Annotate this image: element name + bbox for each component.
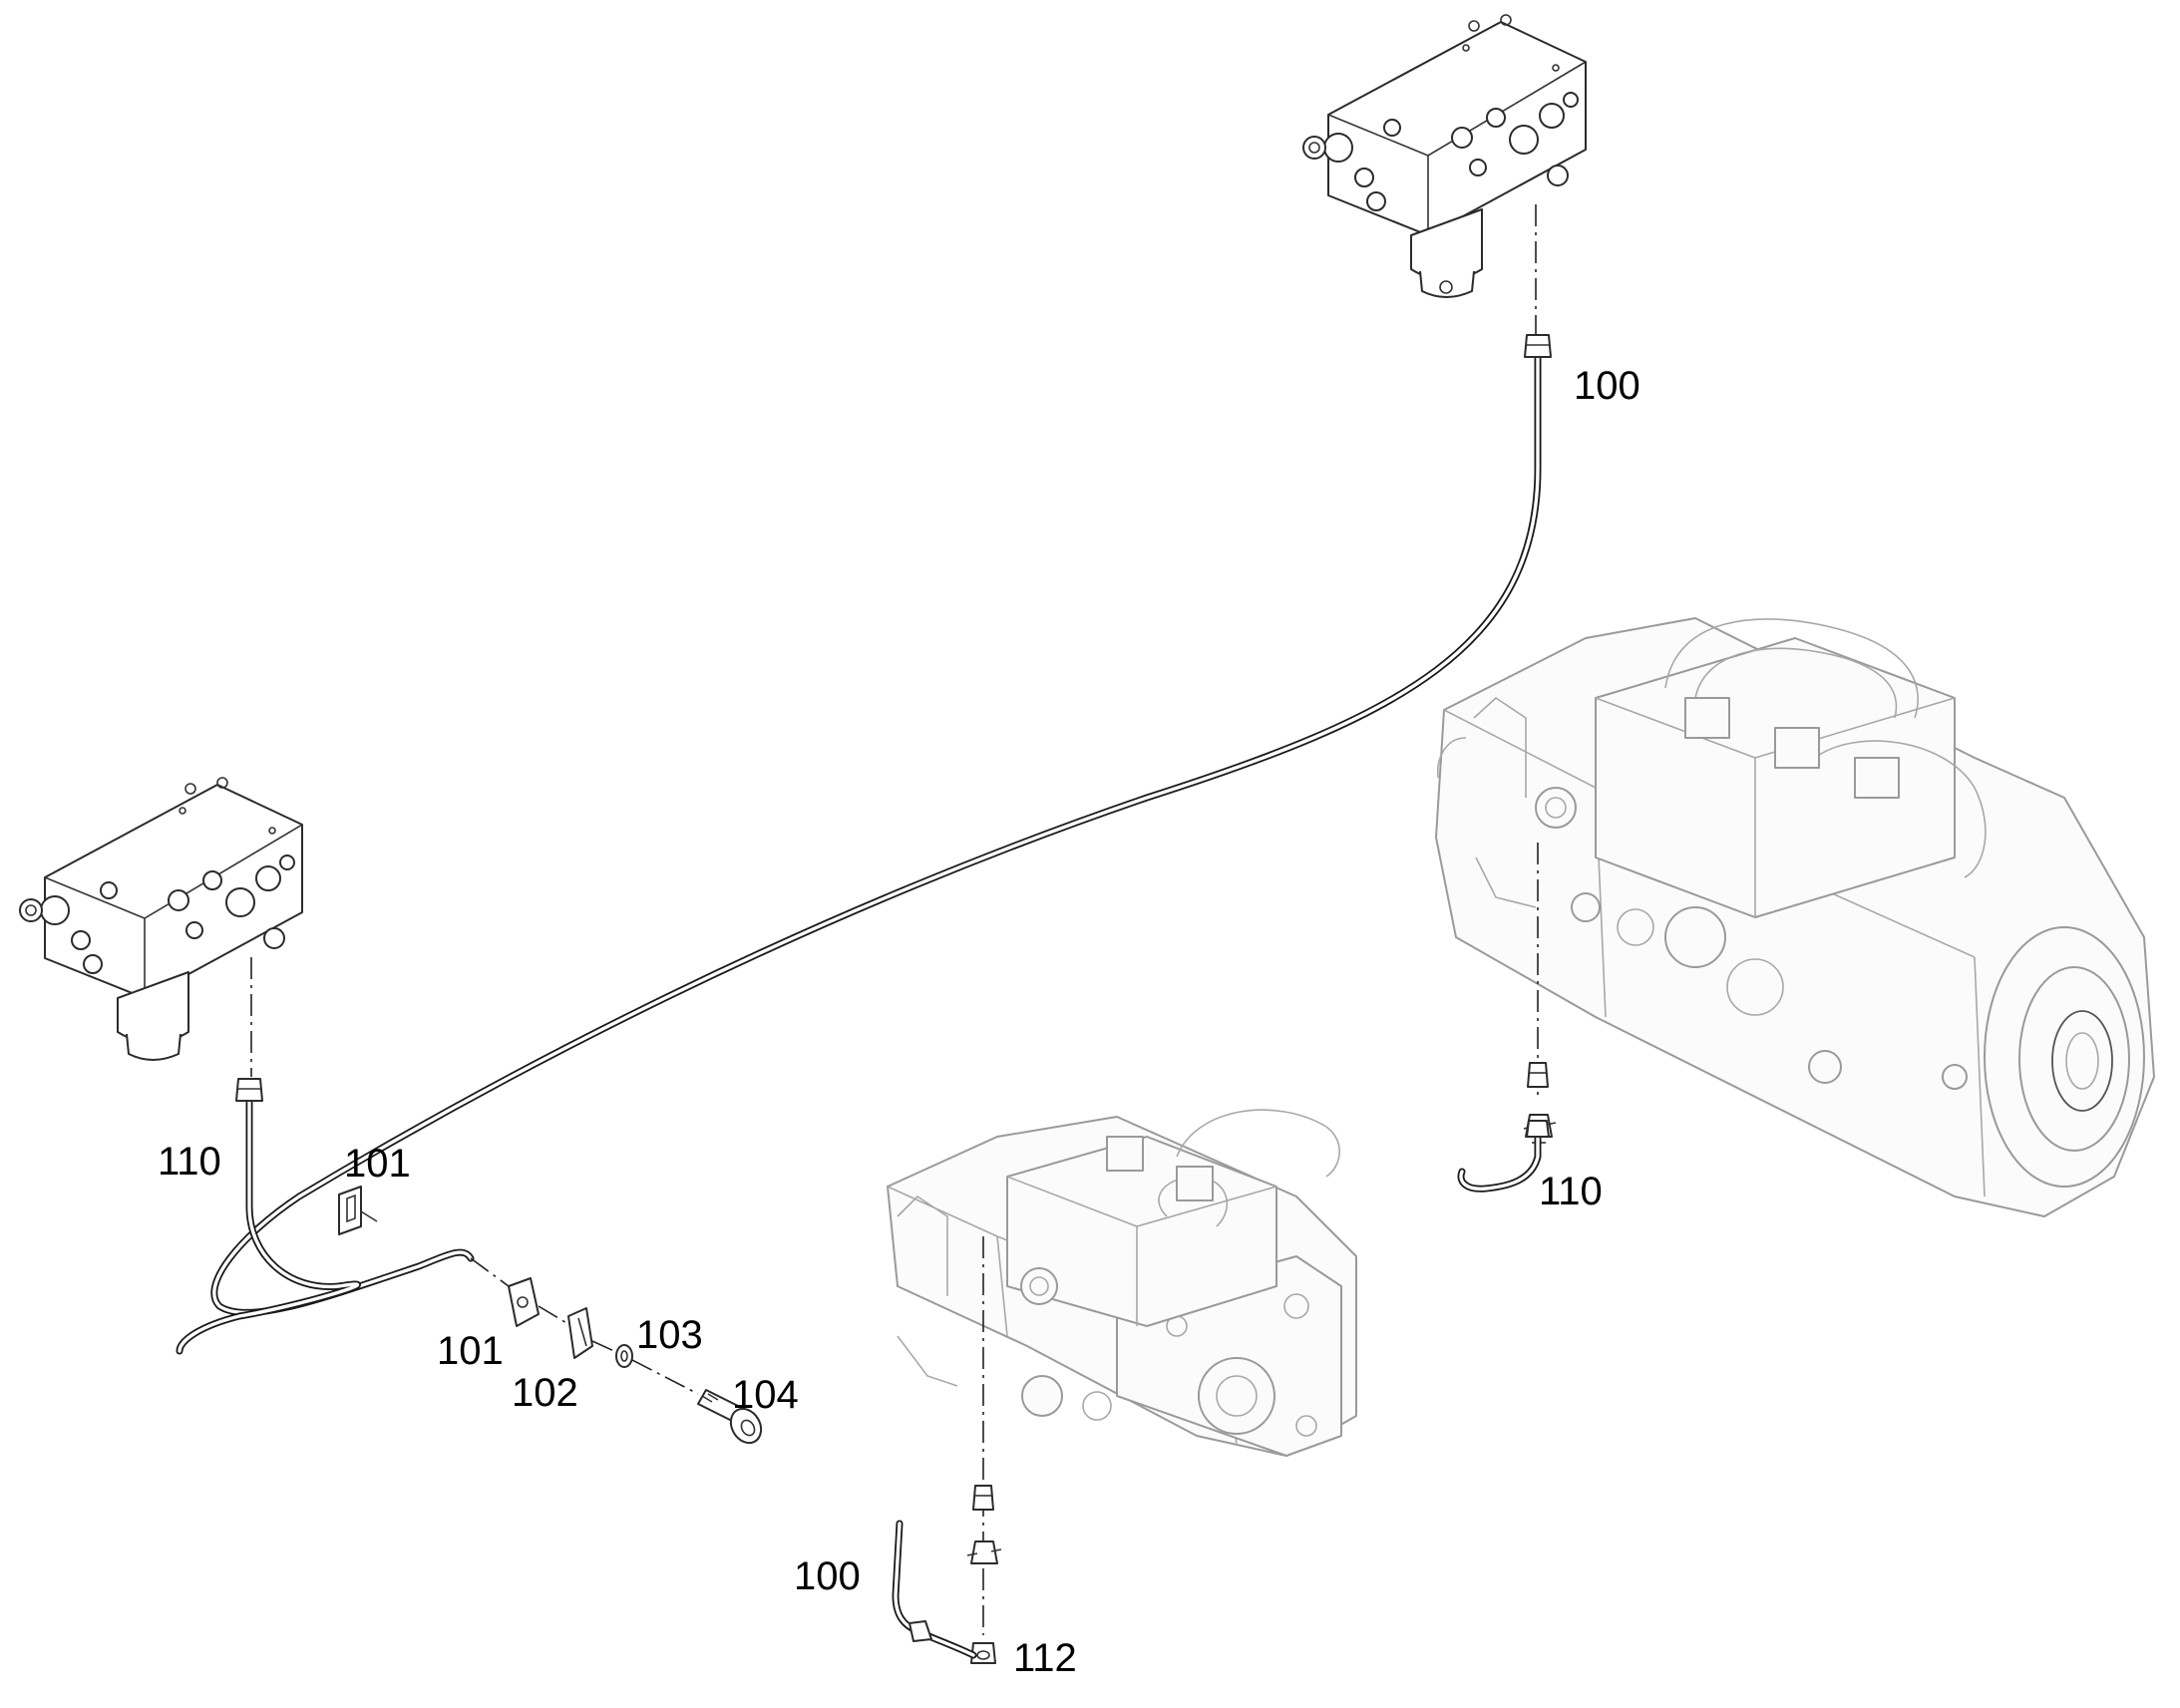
clamp-101-upper [338,1186,378,1235]
valve-block-top [1302,14,1587,298]
callout-102: 102 [512,1371,578,1415]
valve-block-left [19,777,303,1061]
callout-101-lower: 101 [437,1329,504,1373]
hose-100-long [210,334,1552,1316]
clamp-101-lower [508,1277,540,1327]
callout-103: 103 [636,1313,703,1357]
callout-100-top: 100 [1574,364,1640,408]
callout-112: 112 [1013,1636,1077,1680]
ring-103 [615,1344,633,1368]
callout-100-bottom: 100 [794,1554,861,1598]
screw-104 [697,1389,763,1445]
hose-100-short [892,1520,977,1659]
callout-110-left: 110 [158,1140,221,1184]
fitting-112-center [966,1485,1002,1664]
callout-110-right: 110 [1539,1170,1603,1213]
centerline-fastener [470,1257,699,1395]
callout-101-upper: 101 [344,1142,411,1186]
pump-assembly-center [887,1109,1357,1457]
washer-102 [567,1307,593,1359]
hose-110-left [176,1078,361,1355]
callout-104: 104 [732,1373,799,1417]
hose-110-right [1457,1120,1550,1193]
pump-assembly-right [1435,617,2155,1217]
